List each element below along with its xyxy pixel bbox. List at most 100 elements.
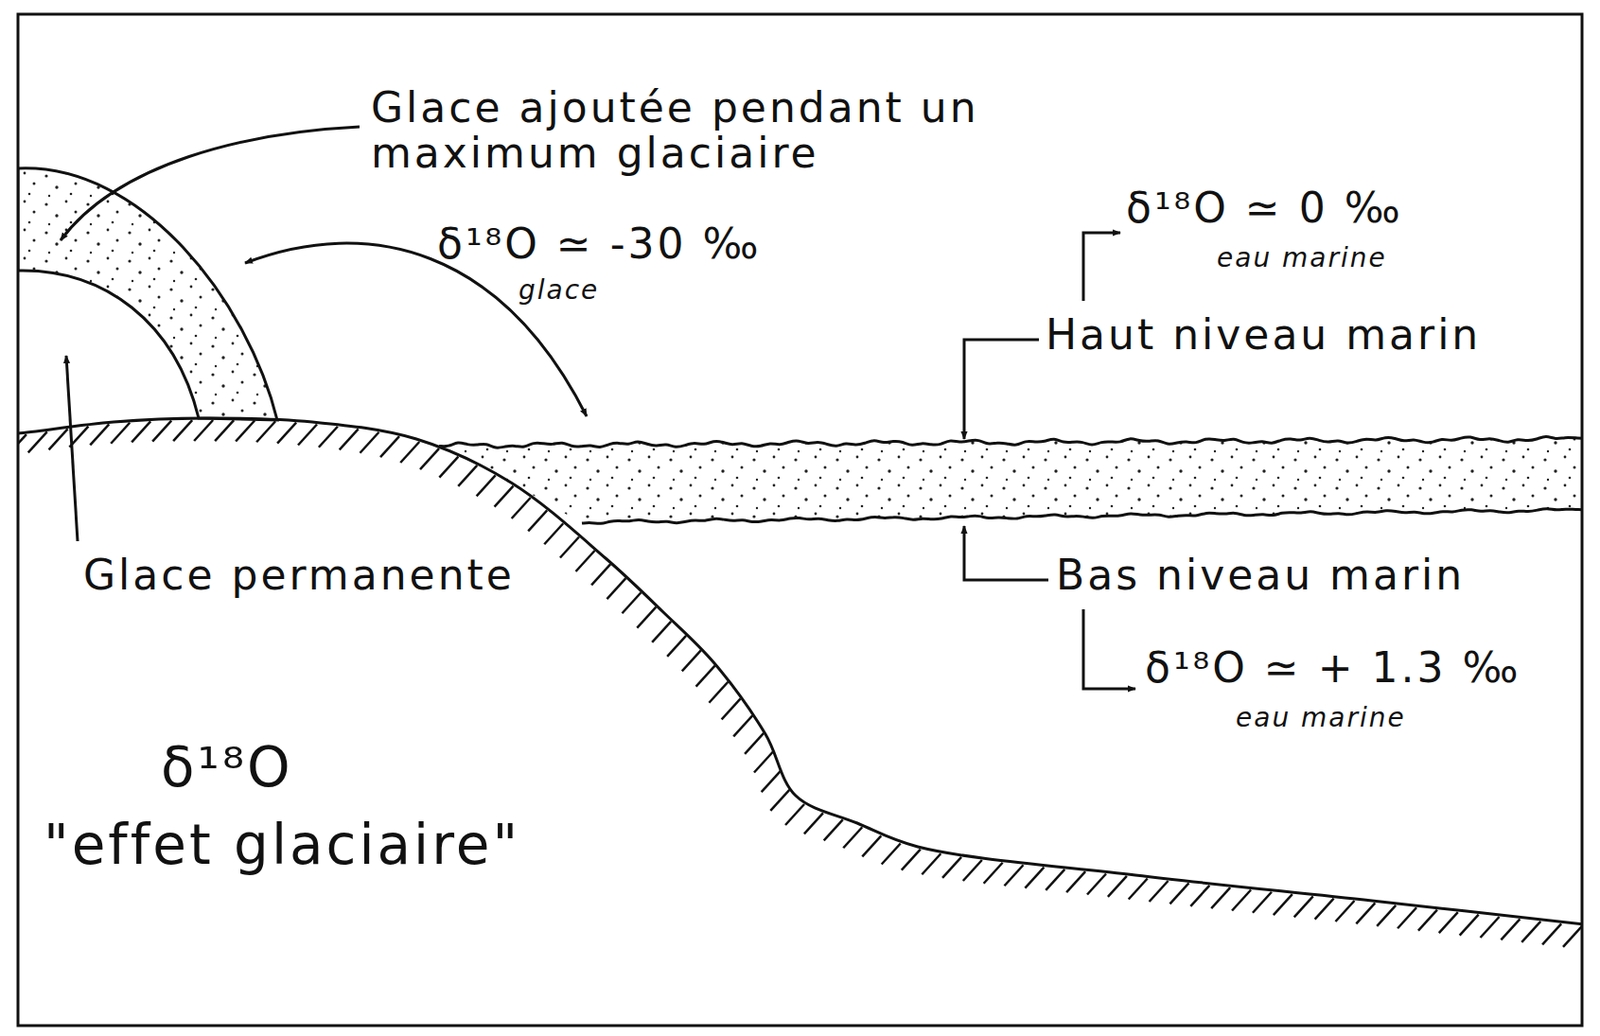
hatch-tick xyxy=(1128,878,1148,899)
hatch-tick xyxy=(696,666,716,687)
hatch-tick xyxy=(298,423,317,445)
hatch-tick xyxy=(439,457,458,478)
hatch-tick xyxy=(1231,889,1251,911)
hatch-tick xyxy=(881,843,901,865)
hatch-tick xyxy=(560,537,580,559)
hatch-tick xyxy=(359,432,379,454)
leader-arrow xyxy=(964,339,1039,440)
hatch-tick xyxy=(1355,902,1375,924)
hatch-tick xyxy=(721,698,741,720)
hatch-tick xyxy=(89,423,109,445)
hatch-tick xyxy=(733,715,753,737)
hatch-tick xyxy=(591,563,611,585)
hatch-tick xyxy=(754,752,774,774)
hatch-tick xyxy=(28,431,48,453)
hatch-tick xyxy=(1315,898,1335,920)
leader-arrow xyxy=(60,126,360,241)
hatch-tick xyxy=(1294,896,1314,917)
hatch-tick xyxy=(511,497,531,519)
hatch-tick xyxy=(1004,864,1024,886)
hatch-tick xyxy=(1563,926,1583,948)
hatch-tick xyxy=(636,607,656,629)
hatch-tick xyxy=(49,428,69,450)
hatch-tick xyxy=(1335,900,1354,922)
hatch-tick xyxy=(1211,887,1231,909)
hatch-tick xyxy=(651,621,671,643)
hatch-tick xyxy=(152,421,172,442)
hatch-tick xyxy=(277,422,297,444)
exchange-double-arrow xyxy=(245,243,587,417)
high-sea-level-line xyxy=(439,437,1583,449)
title-label: "effet glaciaire" xyxy=(43,815,521,877)
hatch-tick xyxy=(1107,876,1127,897)
note-text: Glace ajoutée pendant un maximum glaciai… xyxy=(370,85,1053,176)
hatch-tick xyxy=(1439,912,1459,933)
sea-level-band xyxy=(439,435,1583,525)
leader-arrow xyxy=(1083,232,1121,301)
hatch-tick xyxy=(1376,905,1396,927)
hatch-tick xyxy=(1480,916,1500,938)
hatch-tick xyxy=(963,860,983,881)
hatch-tick xyxy=(1500,918,1520,940)
leader-arrow xyxy=(964,526,1049,581)
hatch-tick xyxy=(744,733,764,755)
hatch-tick xyxy=(494,486,514,508)
hatch-tick xyxy=(110,422,130,444)
hatch-tick xyxy=(761,771,781,792)
hatch-tick xyxy=(843,826,862,848)
hatch-tick xyxy=(861,835,881,857)
hatch-tick xyxy=(1045,869,1065,891)
hatch-tick xyxy=(682,650,702,671)
subscript-label: eau marine xyxy=(1216,244,1388,274)
hatch-tick xyxy=(1066,871,1086,893)
hatch-tick xyxy=(527,509,547,531)
hatch-tick xyxy=(785,804,805,826)
hatch-tick xyxy=(1252,892,1272,914)
hatch-tick xyxy=(235,420,255,441)
hatch-tick xyxy=(420,448,440,470)
hatch-tick xyxy=(804,812,824,834)
hatch-tick xyxy=(1169,882,1189,904)
added-ice-cap xyxy=(17,168,278,421)
low-sea-level-line xyxy=(581,509,1583,525)
hatch-tick xyxy=(544,523,563,545)
hatch-tick xyxy=(1397,907,1417,929)
hatch-tick xyxy=(1149,880,1169,902)
formula-label: δ¹⁸O ≃ 0 ‰ xyxy=(1125,185,1404,231)
hatch-tick xyxy=(457,465,477,487)
hatch-tick xyxy=(318,426,338,448)
hatch-tick xyxy=(214,420,234,441)
leader-arrow xyxy=(66,355,78,542)
hatch-tick xyxy=(1273,894,1293,915)
hatch-tick xyxy=(942,857,962,879)
hatch-tick xyxy=(984,862,1003,884)
hatch-tick xyxy=(1521,921,1541,943)
hatch-tick xyxy=(1190,885,1210,907)
hatch-tick xyxy=(770,790,790,811)
hatch-tick xyxy=(921,853,941,875)
hatch-tick xyxy=(1087,873,1107,895)
sea-level-label: Bas niveau marin xyxy=(1055,552,1465,598)
hatch-tick xyxy=(901,849,921,871)
hatch-tick xyxy=(606,578,626,599)
hatch-tick xyxy=(256,421,276,442)
formula-label: δ¹⁸O ≃ -30 ‰ xyxy=(437,221,762,267)
hatch-tick xyxy=(380,436,400,458)
hatch-tick xyxy=(1418,910,1438,932)
ground-profile xyxy=(17,418,1583,927)
hatch-tick xyxy=(193,420,213,441)
note-text: Glace permanente xyxy=(83,552,515,598)
hatch-tick xyxy=(1459,914,1479,936)
hatch-tick xyxy=(576,550,596,572)
frame xyxy=(17,14,1583,1026)
formula-label: δ¹⁸O ≃ + 1.3 ‰ xyxy=(1144,645,1522,691)
hatch-tick xyxy=(621,592,641,614)
hatch-tick xyxy=(1024,867,1044,889)
subscript-label: glace xyxy=(518,276,599,306)
sea-level-label: Haut niveau marin xyxy=(1045,312,1481,358)
hatch-tick xyxy=(476,474,496,496)
hatch-tick xyxy=(1542,923,1562,945)
hatch-tick xyxy=(339,428,359,450)
formula-label: δ¹⁸O xyxy=(160,738,294,799)
hatch-tick xyxy=(708,682,728,704)
